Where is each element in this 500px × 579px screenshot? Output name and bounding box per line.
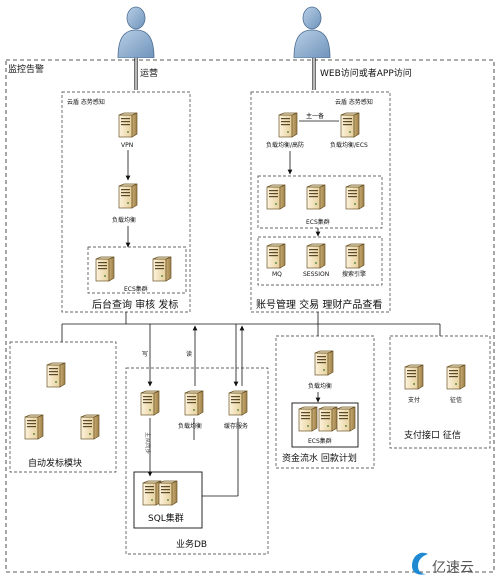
mq-server-icon	[266, 243, 286, 269]
front-ecs-cluster	[257, 175, 383, 229]
master-sync-label: 主从同步	[144, 432, 152, 455]
ops-user: 运营	[117, 6, 158, 90]
biz-title: 业务DB	[176, 538, 207, 550]
search-label: 搜索引擎	[342, 270, 366, 278]
session-label: SESSION	[303, 271, 329, 278]
fund-ecs-server-2-icon	[318, 406, 338, 432]
sql-label: SQL集群	[148, 512, 184, 524]
auto-server-1-icon	[46, 362, 66, 388]
backend-panel: 云盾 态势感知 VPN 负载均衡 ECS集群 后台查询 审核 发标	[61, 91, 191, 313]
search-server-icon	[345, 243, 365, 269]
pay-panel: 支付 征信 支付接口 征信	[389, 335, 491, 449]
monitoring-boundary: 监控告警	[5, 59, 495, 573]
backend-title: 后台查询 审核 发标	[92, 298, 178, 311]
auto-server-2-icon	[24, 414, 44, 440]
fund-panel: 负载均衡 ECS集群 资金流水 回款计划	[275, 335, 375, 469]
front-services-group	[257, 236, 383, 286]
read-label: 读	[186, 350, 192, 358]
ops-label: 运营	[140, 67, 158, 79]
credit-server-icon	[446, 364, 466, 390]
master-standby-label: 主一备	[306, 112, 324, 120]
fund-title: 资金流水 回款计划	[282, 452, 357, 464]
vpn-label: VPN	[121, 142, 133, 149]
credit-label: 征信	[450, 396, 462, 404]
web-person-icon	[293, 6, 331, 58]
fund-ecs-server-3-icon	[336, 406, 356, 432]
sql-cluster	[133, 471, 203, 529]
lb-ecs-server-icon	[340, 112, 360, 138]
front-ecs-server-3-icon	[345, 184, 365, 210]
web-user: WEB访问或者APP访问	[293, 6, 412, 90]
biz-lb-label: 负载均衡	[178, 422, 202, 430]
sql-server-1-icon	[142, 480, 162, 506]
fund-lb-server-icon	[314, 350, 334, 376]
backend-ecs-server-1-icon	[95, 256, 115, 282]
fund-lb-label: 负载均衡	[308, 382, 332, 390]
backend-cloud-label: 云盾 态势感知	[67, 98, 105, 106]
session-server-icon	[306, 243, 326, 269]
lb-ecs-label: 负载均衡/ECS	[330, 141, 368, 149]
front-ecs-label: ECS集群	[306, 218, 330, 226]
front-ecs-server-2-icon	[306, 184, 326, 210]
front-title: 账号管理 交易 理财产品查看	[256, 298, 382, 311]
watermark-logo-icon	[412, 552, 428, 575]
fund-ecs-cluster	[291, 402, 359, 448]
lb-antiddos-label: 负载均衡/高防	[266, 141, 304, 149]
pay-label: 支付	[408, 396, 420, 404]
web-label: WEB访问或者APP访问	[320, 67, 412, 79]
backend-ecs-server-2-icon	[152, 256, 172, 282]
auto-title: 自动发标模块	[28, 457, 82, 469]
outer-label: 监控告警	[8, 63, 44, 75]
front-cloud-label: 云盾 态势感知	[335, 98, 373, 106]
biz-cache-label: 缓存服务	[224, 422, 248, 430]
write-label: 写	[142, 351, 148, 358]
ops-person-icon	[117, 6, 155, 58]
front-ecs-server-1-icon	[266, 184, 286, 210]
backend-ecs-label: ECS集群	[124, 285, 148, 293]
biz-lb-server-icon	[184, 390, 204, 416]
auto-server-3-icon	[80, 414, 100, 440]
watermark-text: 亿速云	[432, 560, 474, 576]
vpn-server-icon	[118, 112, 138, 138]
backend-ecs-cluster	[87, 246, 187, 294]
sql-server-2-icon	[158, 480, 178, 506]
backend-lb-server-icon	[118, 183, 138, 209]
distribution-bus	[61, 312, 441, 387]
fund-ecs-label: ECS集群	[308, 437, 332, 445]
fund-ecs-server-1-icon	[298, 406, 318, 432]
auto-panel: 自动发标模块	[9, 341, 117, 473]
watermark: 亿速云	[412, 552, 474, 576]
mq-label: MQ	[272, 271, 282, 278]
biz-cache-server-icon	[228, 390, 248, 416]
lb-antiddos-server-icon	[278, 112, 298, 138]
front-panel: 云盾 态势感知 主一备 负载均衡/高防 负载均衡/ECS ECS集群 MQ SE…	[250, 91, 391, 313]
pay-title: 支付接口 征信	[404, 429, 461, 441]
biz-panel: 写 读 负载均衡 缓存服务 主从同步 SQL集群 业务DB	[125, 350, 269, 555]
pay-server-icon	[404, 364, 424, 390]
biz-master-server-icon	[140, 390, 160, 416]
backend-lb-label: 负载均衡	[112, 216, 136, 224]
